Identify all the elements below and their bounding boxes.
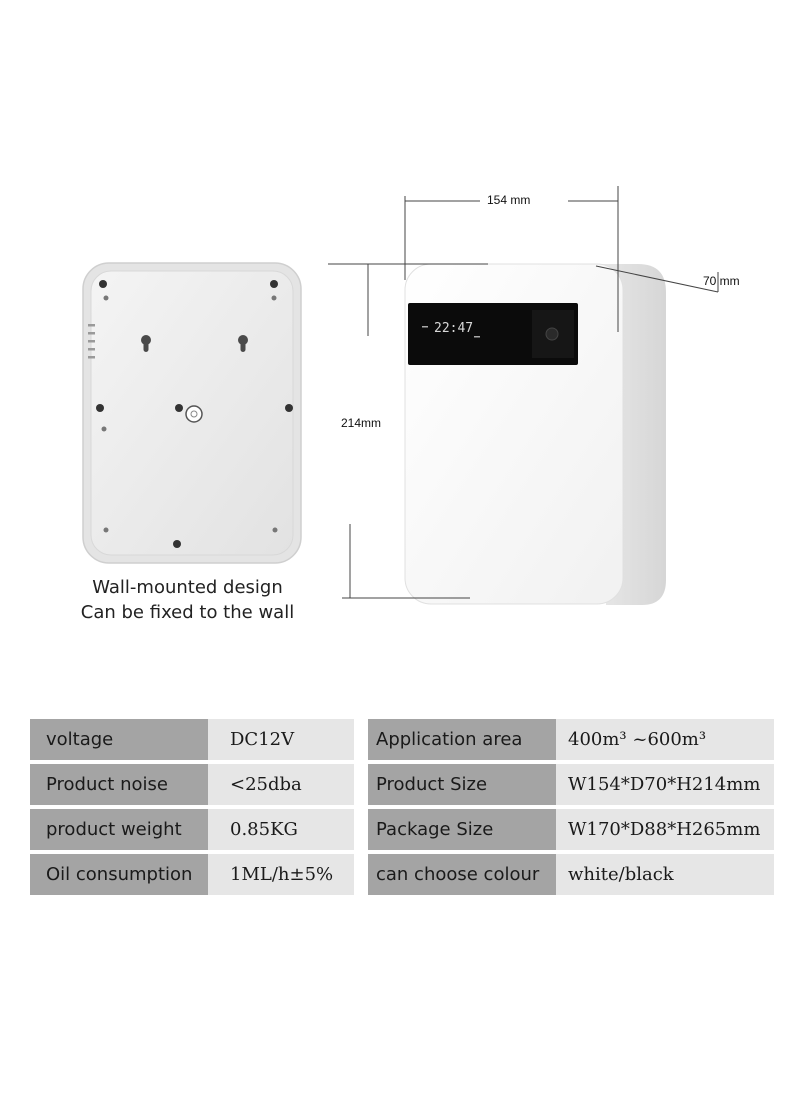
table-row: Application area 400m³ ~600m³ [368, 719, 774, 760]
device-display-time: 22:47 [434, 321, 473, 336]
spec-value: 0.85KG [208, 809, 354, 850]
table-row: Package Size W170*D88*H265mm [368, 809, 774, 850]
height-dimension-label: 214mm [341, 416, 382, 430]
spec-table-right: Application area 400m³ ~600m³ Product Si… [368, 719, 774, 895]
spec-label: Product Size [368, 764, 556, 805]
spec-label: Product noise [30, 764, 208, 805]
spec-label: can choose colour [368, 854, 556, 895]
table-row: Product noise <25dba [30, 764, 354, 805]
spec-value: DC12V [208, 719, 354, 760]
table-row: product weight 0.85KG [30, 809, 354, 850]
table-row: voltage DC12V [30, 719, 354, 760]
depth-dimension-label: 70 mm [703, 274, 740, 288]
spec-value: W170*D88*H265mm [556, 809, 774, 850]
spec-label: Application area [368, 719, 556, 760]
spec-value: W154*D70*H214mm [556, 764, 774, 805]
spec-label: voltage [30, 719, 208, 760]
spec-value: white/black [556, 854, 774, 895]
spec-table-left: voltage DC12V Product noise <25dba produ… [30, 719, 354, 895]
spec-value: 1ML/h±5% [208, 854, 354, 895]
spec-value: 400m³ ~600m³ [556, 719, 774, 760]
table-row: Product Size W154*D70*H214mm [368, 764, 774, 805]
caption-line-1: Wall-mounted design [92, 577, 283, 598]
device-image: 22:47 [328, 186, 719, 605]
spec-value: <25dba [208, 764, 354, 805]
table-row: can choose colour white/black [368, 854, 774, 895]
spec-label: Package Size [368, 809, 556, 850]
table-row: Oil consumption 1ML/h±5% [30, 854, 354, 895]
spec-label: product weight [30, 809, 208, 850]
caption-line-2: Can be fixed to the wall [80, 602, 295, 623]
width-dimension-label: 154 mm [487, 193, 531, 207]
spec-label: Oil consumption [30, 854, 208, 895]
back-panel-image [82, 262, 302, 564]
